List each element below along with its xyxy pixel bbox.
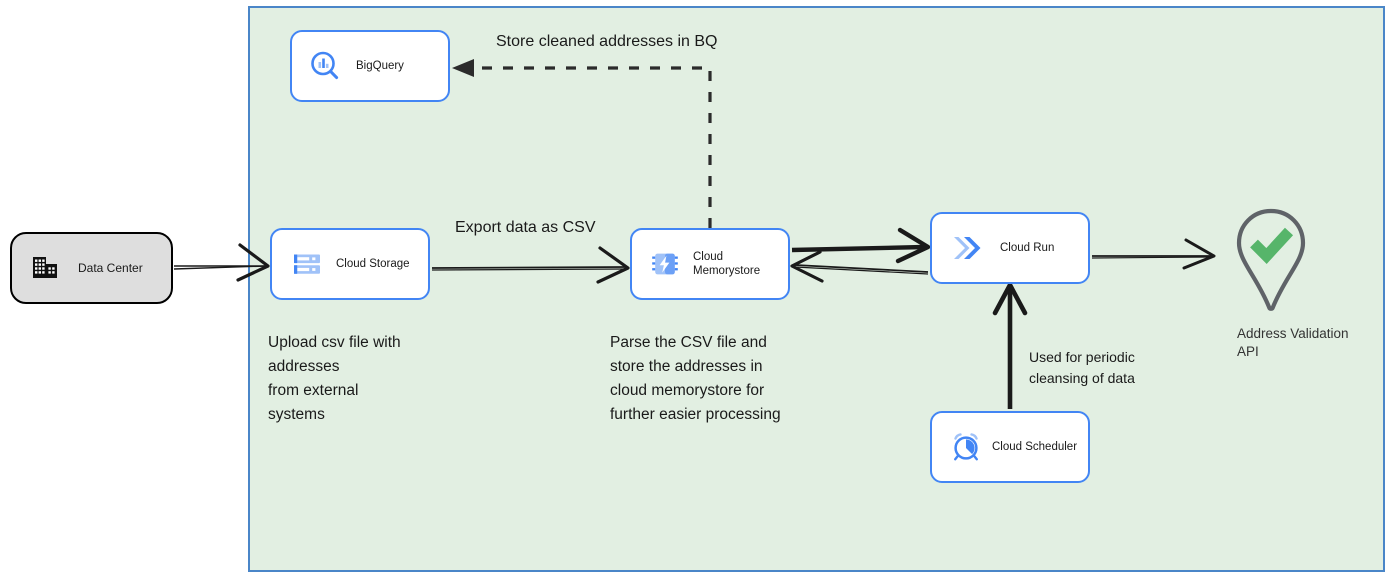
node-cloud-memorystore[interactable]: Cloud Memorystore (630, 228, 790, 300)
node-label: Cloud Scheduler (992, 441, 1078, 453)
node-label: Data Center (78, 261, 143, 275)
map-pin-check-icon (1225, 205, 1317, 322)
cloud-memorystore-icon (650, 249, 680, 279)
node-cloud-scheduler[interactable]: Cloud Scheduler (930, 411, 1090, 483)
cloud-run-icon (950, 232, 986, 264)
annotation-periodic-cleansing: Used for periodic cleansing of data (1029, 349, 1135, 386)
node-bigquery[interactable]: BigQuery (290, 30, 450, 102)
node-label: BigQuery (356, 60, 404, 72)
annotation-export-data-as-csv: Export data as CSV (455, 219, 596, 236)
node-label: Cloud Storage (336, 258, 410, 270)
data-center-icon (30, 253, 60, 283)
annotation-store-cleaned-addresses: Store cleaned addresses in BQ (496, 33, 718, 50)
node-label: Cloud Run (1000, 242, 1055, 254)
node-address-validation-api[interactable]: Address Validation API (1215, 205, 1395, 365)
cloud-scheduler-icon (950, 431, 982, 463)
node-label: Address Validation API (1237, 326, 1349, 359)
annotation-parse-csv: Parse the CSV file and store the address… (610, 334, 781, 423)
node-cloud-run[interactable]: Cloud Run (930, 212, 1090, 284)
bigquery-icon (308, 49, 342, 83)
cloud-storage-icon (292, 249, 322, 279)
node-data-center[interactable]: Data Center (10, 232, 173, 304)
annotation-upload-csv: Upload csv file with addresses from exte… (268, 334, 401, 423)
node-cloud-storage[interactable]: Cloud Storage (270, 228, 430, 300)
node-label: Cloud Memorystore (693, 251, 761, 277)
